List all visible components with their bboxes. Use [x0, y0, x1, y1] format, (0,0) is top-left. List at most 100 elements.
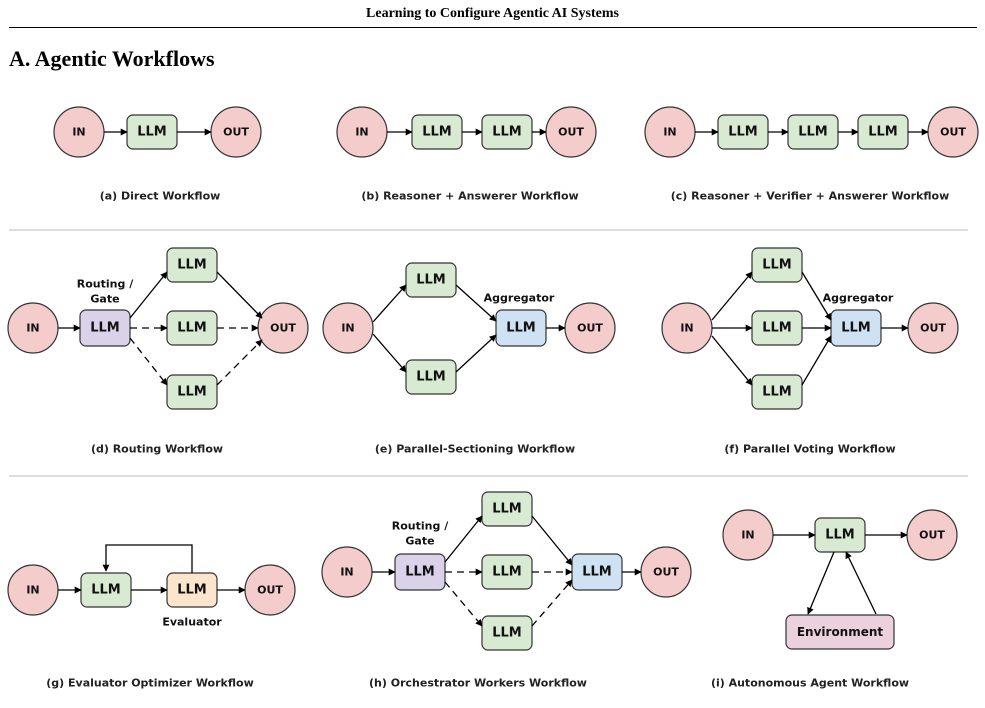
llm-node-label: LLM [177, 258, 207, 273]
llm-node: LLM [405, 262, 457, 298]
edge [372, 284, 407, 323]
routing-label-line2: Gate [90, 293, 119, 306]
llm-node-label: LLM [492, 626, 522, 641]
input-node: IN [7, 564, 59, 616]
llm-node-label: LLM [762, 321, 792, 336]
edge [845, 551, 877, 615]
section-title: A. Agentic Workflows [9, 46, 215, 71]
llm-node-label: LLM [868, 125, 898, 140]
llm-node-label: LLM [177, 321, 207, 336]
llm-node: LLM [481, 491, 533, 527]
dashed-edge [129, 337, 168, 386]
input-label: IN [340, 566, 353, 579]
dashed-edge [531, 579, 573, 627]
input-label: IN [355, 126, 368, 139]
dashed-edge [444, 581, 483, 627]
router-node-label: LLM [90, 321, 120, 336]
aggregator-node-label: LLM [506, 321, 536, 336]
llm-node: LLM [717, 114, 769, 150]
caption-f: (f) Parallel Voting Workflow [724, 443, 895, 456]
input-node: IN [321, 546, 373, 598]
input-node: IN [322, 302, 374, 354]
input-node: IN [336, 106, 388, 158]
llm-node-label: LLM [492, 502, 522, 517]
feedback-edge [102, 544, 193, 573]
llm-node-label: LLM [762, 258, 792, 273]
llm-node-label: LLM [492, 565, 522, 580]
llm-node: LLM [166, 247, 218, 283]
llm-node: LLM [814, 517, 866, 553]
output-label: OUT [577, 322, 603, 335]
figure-caption-clipped [0, 690, 985, 708]
output-label: OUT [919, 529, 945, 542]
output-node: OUT [907, 302, 959, 354]
edge [801, 271, 832, 321]
evaluator-node-label: LLM [177, 583, 207, 598]
output-node: OUT [257, 302, 309, 354]
orchestrator-node-label: LLM [405, 565, 435, 580]
routing-label-line1: Routing / [392, 520, 449, 533]
caption-g: (g) Evaluator Optimizer Workflow [46, 677, 253, 690]
edge [444, 515, 483, 563]
dashed-edge [216, 339, 263, 386]
output-label: OUT [257, 584, 283, 597]
output-label: OUT [653, 566, 679, 579]
synthesizer-node-label: LLM [582, 565, 612, 580]
caption-d: (d) Routing Workflow [91, 443, 223, 456]
llm-node: LLM [126, 114, 178, 150]
aggregator-node: LLM [495, 309, 547, 347]
edge [531, 515, 573, 566]
llm-node-label: LLM [798, 125, 828, 140]
input-node: IN [7, 302, 59, 354]
aggregator-label: Aggregator [823, 292, 894, 305]
input-node: IN [53, 106, 105, 158]
output-node: OUT [927, 106, 979, 158]
caption-b: (b) Reasoner + Answerer Workflow [361, 190, 578, 203]
edge [455, 284, 497, 322]
llm-node: LLM [166, 374, 218, 410]
llm-node: LLM [481, 114, 533, 150]
aggregator-node-label: LLM [841, 321, 871, 336]
llm-node: LLM [857, 114, 909, 150]
aggregator-node: LLM [830, 309, 882, 347]
llm-node-label: LLM [91, 583, 121, 598]
input-node: IN [661, 302, 713, 354]
output-label: OUT [223, 126, 249, 139]
llm-node-label: LLM [728, 125, 758, 140]
caption-e: (e) Parallel-Sectioning Workflow [375, 443, 575, 456]
llm-node: LLM [481, 554, 533, 590]
input-label: IN [72, 126, 85, 139]
output-label: OUT [270, 322, 296, 335]
output-node: OUT [906, 509, 958, 561]
output-node: OUT [210, 106, 262, 158]
llm-node: LLM [787, 114, 839, 150]
input-label: IN [663, 126, 676, 139]
caption-i: (i) Autonomous Agent Workflow [711, 677, 909, 690]
input-label: IN [680, 322, 693, 335]
router-node: LLM [79, 309, 131, 347]
output-label: OUT [940, 126, 966, 139]
llm-node: LLM [481, 615, 533, 651]
llm-node-label: LLM [492, 125, 522, 140]
llm-node: LLM [80, 572, 132, 608]
input-label: IN [26, 584, 39, 597]
llm-node: LLM [751, 247, 803, 283]
input-node: IN [644, 106, 696, 158]
edge [807, 551, 835, 615]
edge [372, 333, 407, 373]
input-label: IN [741, 529, 754, 542]
edge [216, 271, 263, 319]
llm-node-label: LLM [825, 528, 855, 543]
input-label: IN [341, 322, 354, 335]
llm-node-label: LLM [177, 385, 207, 400]
routing-label-line1: Routing / [77, 278, 134, 291]
llm-node: LLM [405, 359, 457, 395]
llm-node-label: LLM [422, 125, 452, 140]
header-rule [9, 27, 977, 28]
llm-node-label: LLM [137, 125, 167, 140]
output-node: OUT [545, 106, 597, 158]
orchestrator-node: LLM [394, 553, 446, 591]
caption-a: (a) Direct Workflow [100, 190, 221, 203]
edge [711, 335, 753, 386]
